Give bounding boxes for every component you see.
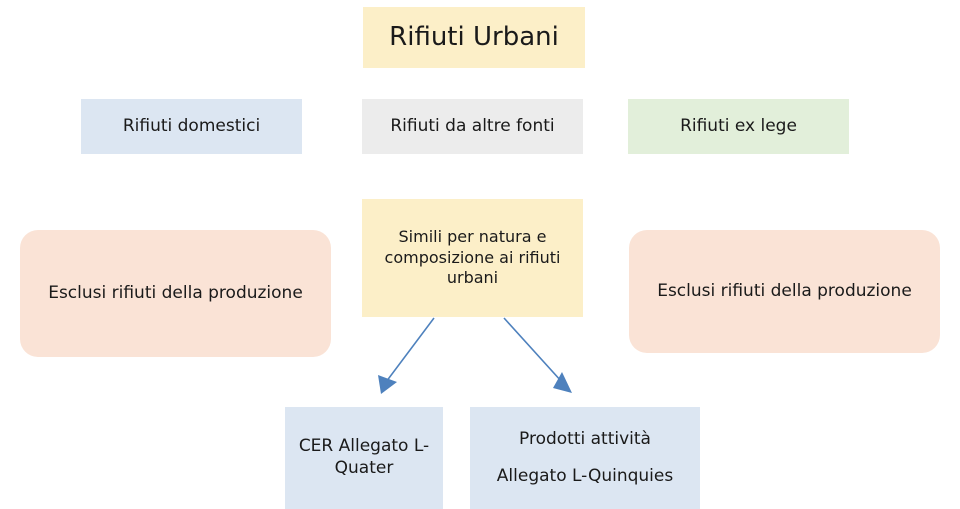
node-rifiuti-da-altre-fonti[interactable]: Rifiuti da altre fonti: [362, 99, 583, 154]
node-prodotti-attivita-allegato-l-quinquies[interactable]: Prodotti attività Allegato L-Quinquies: [470, 407, 700, 509]
node-rifiuti-urbani[interactable]: Rifiuti Urbani: [363, 7, 585, 68]
node-esclusi-rifiuti-produzione-right[interactable]: Esclusi rifiuti della produzione: [629, 230, 940, 353]
node-rifiuti-ex-lege[interactable]: Rifiuti ex lege: [628, 99, 849, 154]
node-esclusi-rifiuti-produzione-left[interactable]: Esclusi rifiuti della produzione: [20, 230, 331, 357]
node-simili-per-natura[interactable]: Simili per natura e composizione ai rifi…: [362, 199, 583, 317]
node-cer-allegato-l-quater[interactable]: CER Allegato L-Quater: [285, 407, 443, 509]
arrow-simili-to-prodotti: [503, 317, 572, 393]
node-rifiuti-domestici[interactable]: Rifiuti domestici: [81, 99, 302, 154]
arrow-simili-to-cer: [378, 317, 435, 394]
